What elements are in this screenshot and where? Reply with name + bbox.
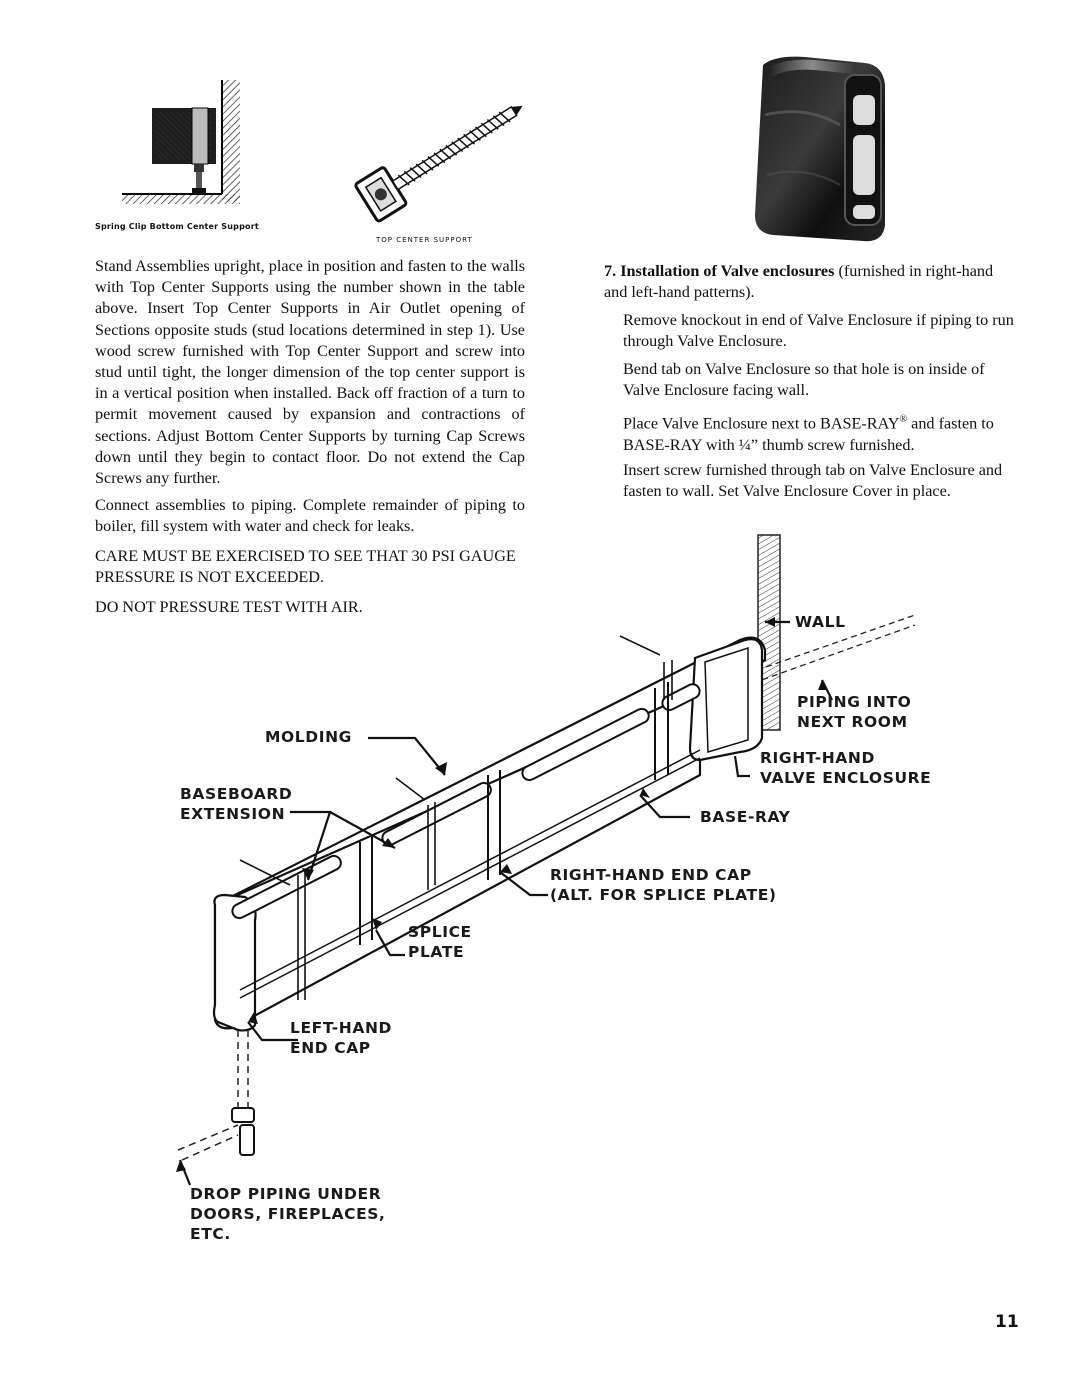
left-hand-end-cap-leader xyxy=(247,1021,298,1042)
left-paragraph-stand-assemblies: Stand Assemblies upright, place in posit… xyxy=(95,257,525,488)
valve-enclosure-photo xyxy=(755,56,885,242)
diagram-valve-enclosure xyxy=(688,638,764,762)
base-ray-leader xyxy=(639,794,690,819)
label-left-hand-end-cap: LEFT-HAND END CAP xyxy=(290,1019,392,1057)
left-paragraph-care-warning: CARE MUST BE EXERCISED TO SEE THAT 30 PS… xyxy=(95,547,516,587)
label-baseboard-extension: BASEBOARD EXTENSION xyxy=(180,785,293,823)
label-right-hand-end-cap: RIGHT-HAND END CAP (ALT. FOR SPLICE PLAT… xyxy=(550,866,777,904)
step-title: Installation of Valve enclosures xyxy=(620,262,835,280)
top-center-support-illustration xyxy=(354,105,523,223)
top-center-support-caption: TOP CENTER SUPPORT xyxy=(376,236,473,244)
spring-clip-caption: Spring Clip Bottom Center Support xyxy=(95,222,259,231)
right-hand-end-cap-leader xyxy=(499,871,548,897)
right-paragraph-place-enclosure: Place Valve Enclosure next to BASE-RAY® … xyxy=(623,409,1018,456)
quarter-fraction: ¼ xyxy=(738,435,751,454)
baseboard-extension-leader-2 xyxy=(329,811,396,849)
label-drop-piping: DROP PIPING UNDER DOORS, FIREPLACES, ETC… xyxy=(190,1185,386,1243)
spring-clip-illustration xyxy=(122,80,240,204)
label-wall: WALL xyxy=(795,613,846,631)
place-text-b: and fasten to BASE-RAY with xyxy=(623,414,994,454)
registered-mark: ® xyxy=(899,414,908,425)
label-right-hand-valve-enclosure: RIGHT-HAND VALVE ENCLOSURE xyxy=(760,749,932,787)
right-paragraph-knockout: Remove knockout in end of Valve Enclosur… xyxy=(623,311,1014,351)
right-paragraph-insert-screw: Insert screw furnished through tab on Va… xyxy=(623,461,1003,501)
label-piping-into-next-room: PIPING INTO NEXT ROOM xyxy=(797,693,912,731)
left-end-cap xyxy=(212,893,257,1032)
left-paragraph-no-air-test: DO NOT PRESSURE TEST WITH AIR. xyxy=(95,598,363,616)
right-paragraph-bend-tab: Bend tab on Valve Enclosure so that hole… xyxy=(623,360,985,400)
label-splice-plate: SPLICE PLATE xyxy=(408,923,472,961)
wall-section xyxy=(757,534,781,731)
label-base-ray: BASE-RAY xyxy=(700,808,791,826)
step-7-heading: 7. Installation of Valve enclosures (fur… xyxy=(604,261,1020,303)
page-number: 11 xyxy=(995,1312,1019,1332)
place-text-a: Place Valve Enclosure next to BASE-RAY xyxy=(623,414,900,433)
step-number: 7. xyxy=(604,262,617,280)
left-paragraph-connect: Connect assemblies to piping. Complete r… xyxy=(95,496,525,536)
place-text-c: ” thumb screw furnished. xyxy=(750,435,915,454)
molding-leader xyxy=(368,736,446,776)
label-molding: MOLDING xyxy=(265,728,353,746)
valve-enclosure-leader xyxy=(733,755,750,778)
step-title-rest: (furnished in right-hand and left-hand p… xyxy=(604,262,994,302)
splice-plate-leader xyxy=(375,929,405,957)
